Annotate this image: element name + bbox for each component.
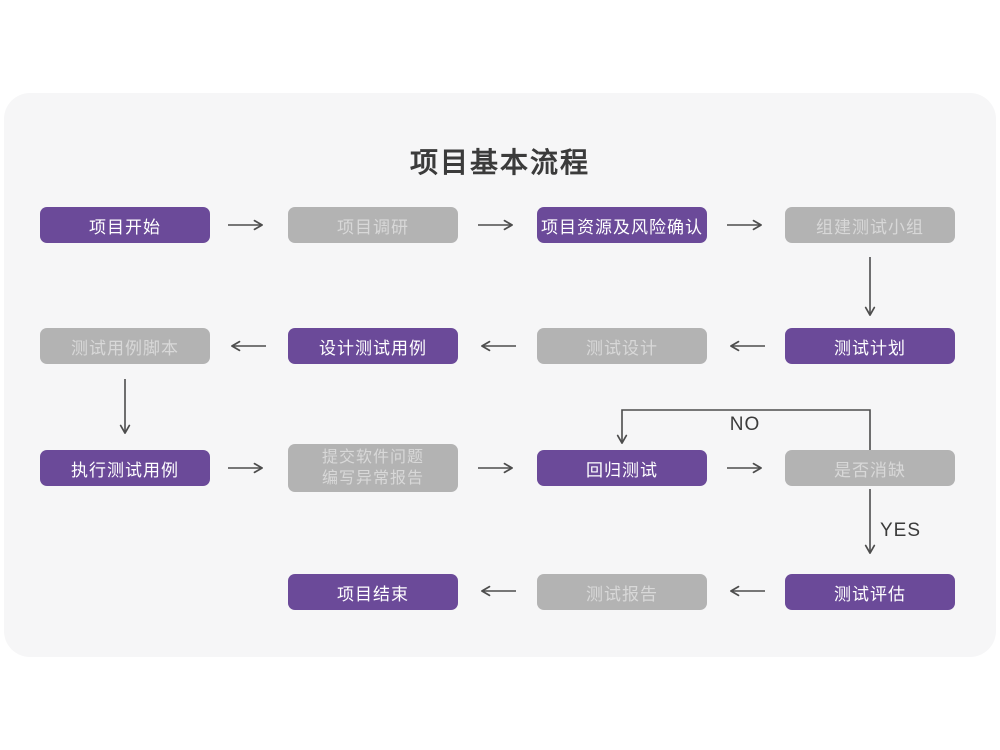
node-test-evaluation: 测试评估 xyxy=(785,574,955,610)
node-project-start: 项目开始 xyxy=(40,207,210,243)
edge-label-yes: YES xyxy=(880,520,922,541)
node-submit-issues-report: 提交软件问题 编写异常报告 xyxy=(288,444,458,492)
node-resources-risk-confirm: 项目资源及风险确认 xyxy=(537,207,707,243)
node-test-report: 测试报告 xyxy=(537,574,707,610)
node-test-case-scripts: 测试用例脚本 xyxy=(40,328,210,364)
node-project-end: 项目结束 xyxy=(288,574,458,610)
flowchart-canvas xyxy=(4,93,996,657)
node-test-plan: 测试计划 xyxy=(785,328,955,364)
edge-label-no: NO xyxy=(729,414,761,435)
node-defect-eliminated: 是否消缺 xyxy=(785,450,955,486)
node-build-test-team: 组建测试小组 xyxy=(785,207,955,243)
node-execute-test-cases: 执行测试用例 xyxy=(40,450,210,486)
node-design-test-cases: 设计测试用例 xyxy=(288,328,458,364)
node-test-design: 测试设计 xyxy=(537,328,707,364)
node-project-research: 项目调研 xyxy=(288,207,458,243)
node-regression-test: 回归测试 xyxy=(537,450,707,486)
page-title: 项目基本流程 xyxy=(409,147,590,178)
